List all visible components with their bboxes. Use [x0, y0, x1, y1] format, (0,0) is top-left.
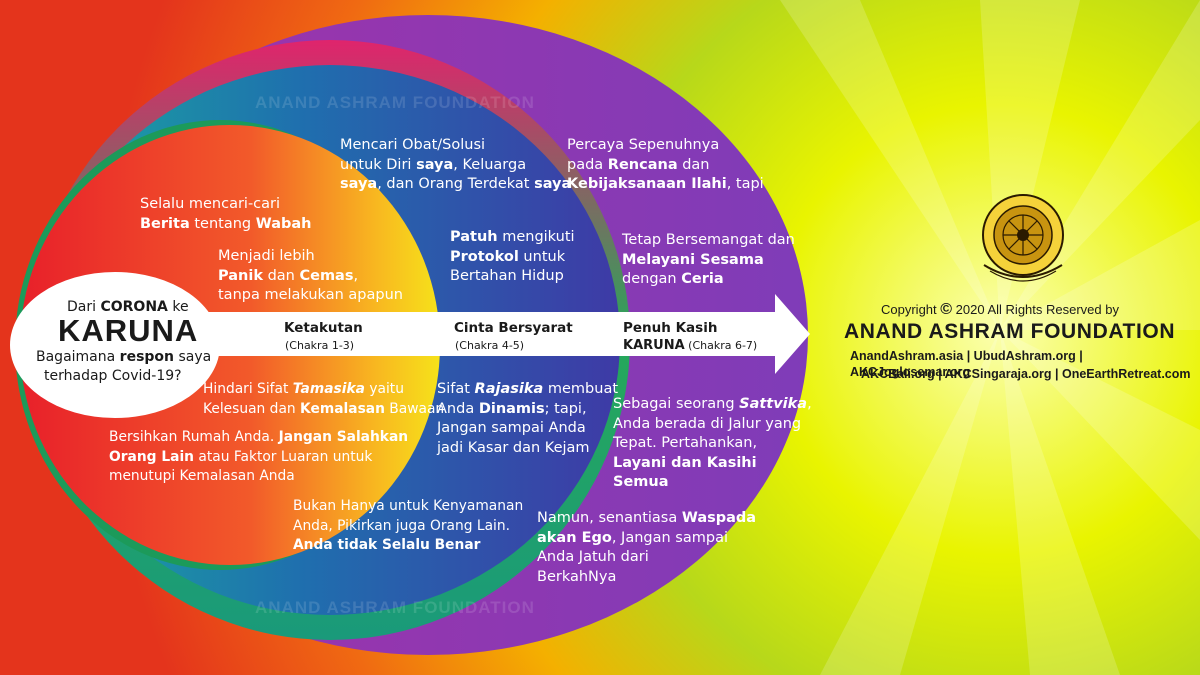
center-title: KARUNA	[58, 313, 199, 348]
websites-line1: AnandAshram.asia | UbudAshram.org | AKCJ…	[850, 349, 1083, 379]
watermark-bottom: ANAND ASHRAM FOUNDATION	[255, 598, 535, 617]
stage2-text-solution: Mencari Obat/Solusi untuk Diri saya, Kel…	[340, 137, 572, 192]
stage2-label: Cinta Bersyarat	[454, 320, 573, 336]
stage1-text-panic: Menjadi lebih Panik dan Cemas, tanpa mel…	[218, 248, 403, 303]
stage2-text-protocol: Patuh mengikuti Protokol untuk Bertahan …	[450, 229, 575, 284]
watermark-top: ANAND ASHRAM FOUNDATION	[255, 93, 535, 112]
stage2-chakra: (Chakra 4-5)	[455, 339, 525, 352]
foundation-logo	[970, 185, 1076, 291]
copyright-symbol-icon: ©	[940, 301, 953, 318]
stage3-text-trust: Percaya Sepenuhnya pada Rencana dan Kebi…	[567, 137, 764, 192]
stage1-text-clean: Bersihkan Rumah Anda. Jangan Salahkan Or…	[109, 429, 409, 484]
center-ellipse	[10, 272, 220, 418]
center-line1: Dari CORONA ke	[67, 299, 189, 315]
websites-line2: AKCBali.org | AKCSingaraja.org | OneEart…	[861, 367, 1191, 381]
stage3-text-ego: Namun, senantiasa Waspada akan Ego, Jang…	[537, 510, 757, 585]
progress-arrow	[150, 294, 810, 374]
stage3-karuna: KARUNA (Chakra 6-7)	[623, 338, 758, 353]
stage3-text-serve: Tetap Bersemangat dan Melayani Sesama de…	[622, 232, 795, 287]
org-name: ANAND ASHRAM FOUNDATION	[844, 320, 1176, 343]
stage1-label: Ketakutan	[284, 320, 363, 336]
stage2-text-comfort: Bukan Hanya untuk Kenyamanan Anda, Pikir…	[293, 498, 524, 553]
stage1-text-news: Selalu mencari-cari Berita tentang Wabah	[140, 196, 312, 232]
stage1-text-tamasika: Hindari Sifat Tamasika yaitu Kelesuan da…	[203, 381, 445, 417]
copyright-line: Copyright © 2020 All Rights Reserved by	[881, 301, 1119, 318]
stage3-text-sattvika: Sebagai seorang Sattvika, Anda berada di…	[613, 396, 812, 490]
center-line3: Bagaimana respon saya	[36, 349, 212, 365]
stage2-text-rajasika: Sifat Rajasika membuat Anda Dinamis; tap…	[437, 381, 619, 456]
center-line4: terhadap Covid-19?	[44, 368, 182, 384]
logo-emblem-icon	[982, 194, 1064, 282]
stage1-chakra: (Chakra 1-3)	[285, 339, 355, 352]
stage3-label: Penuh Kasih	[623, 320, 718, 336]
